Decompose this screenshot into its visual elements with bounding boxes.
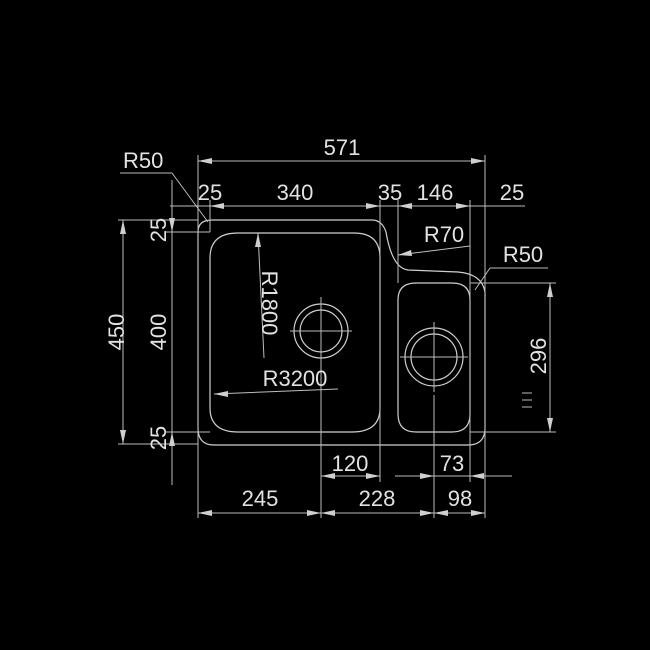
dim-top-0: 25 <box>198 180 222 205</box>
dim-small-bowl-height: 296 <box>526 338 551 375</box>
dim-bowl-height: 400 <box>146 314 171 351</box>
small-tick-marks <box>522 392 532 408</box>
dim-top-4: 25 <box>500 180 524 205</box>
radius-outer-left: R50 <box>123 148 163 173</box>
dim-top-1: 340 <box>277 180 314 205</box>
sink-outline <box>197 219 486 446</box>
radius-bowl-side: R1800 <box>257 271 282 336</box>
dim-drain1-to-bowl: 120 <box>332 451 369 476</box>
dim-top-3: 146 <box>417 180 454 205</box>
dim-drain2-to-bowl: 73 <box>440 451 464 476</box>
radius-outer-right: R50 <box>503 242 543 267</box>
extension-lines <box>118 155 556 518</box>
dim-total-height: 450 <box>104 314 129 351</box>
dim-top-margin: 25 <box>146 218 171 242</box>
left-bowl <box>209 232 381 433</box>
radius-bridge: R70 <box>424 222 464 247</box>
dim-top-2: 35 <box>378 180 402 205</box>
dimension-arrows <box>120 158 553 516</box>
dim-drain-spacing: 228 <box>359 486 396 511</box>
right-drain <box>400 322 468 392</box>
dim-overall-width: 571 <box>324 135 361 160</box>
radius-bowl-bottom: R3200 <box>263 366 328 391</box>
dim-drain2-offset: 98 <box>448 486 472 511</box>
dim-drain1-offset: 245 <box>242 486 279 511</box>
dim-bottom-margin: 25 <box>146 426 171 450</box>
